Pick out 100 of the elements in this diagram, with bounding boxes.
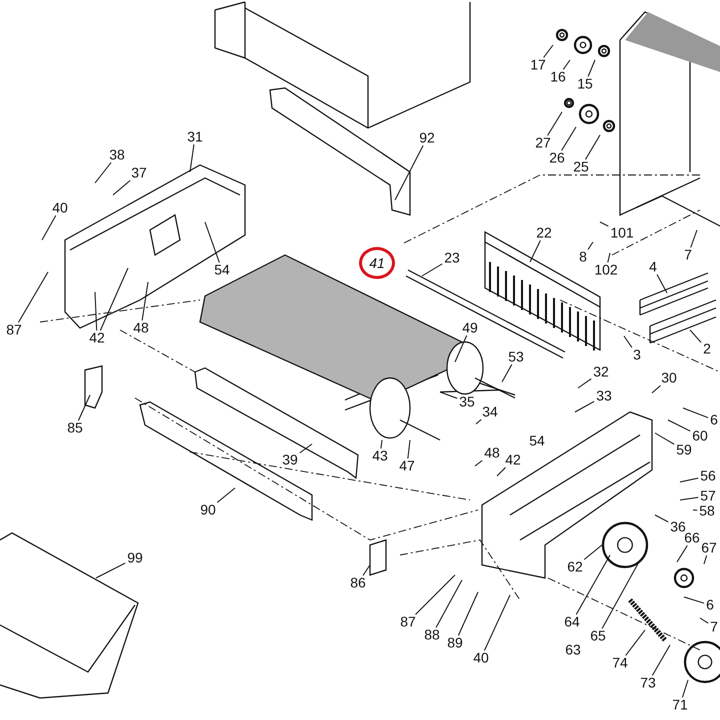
circled-callout-number: 41 bbox=[359, 247, 395, 279]
leader-line bbox=[216, 488, 236, 503]
callout-number: 47 bbox=[397, 458, 417, 474]
leader-line bbox=[684, 596, 705, 604]
callout-number: 71 bbox=[670, 698, 690, 712]
callout-number: 65 bbox=[588, 628, 608, 644]
leader-line bbox=[42, 215, 56, 240]
leader-line bbox=[652, 385, 661, 394]
leader-line bbox=[574, 400, 595, 412]
leader-line bbox=[654, 514, 669, 522]
leader-line bbox=[440, 392, 458, 399]
callout-number: 2 bbox=[701, 342, 713, 356]
leader-line bbox=[100, 268, 128, 331]
callout-number: 49 bbox=[460, 320, 480, 336]
leader-line bbox=[652, 644, 670, 676]
leader-line bbox=[668, 420, 691, 432]
callout-number: 102 bbox=[592, 262, 620, 278]
callout-number: 42 bbox=[503, 452, 523, 468]
callout-number: 26 bbox=[547, 150, 567, 166]
callout-number: 22 bbox=[534, 226, 554, 240]
callout-number: 40 bbox=[471, 650, 491, 666]
leader-line bbox=[142, 282, 148, 321]
leader-line bbox=[112, 180, 131, 196]
callout-number: 25 bbox=[571, 160, 591, 174]
callout-number: 6 bbox=[708, 412, 720, 428]
leader-line bbox=[476, 419, 482, 424]
callout-number: 101 bbox=[608, 226, 636, 240]
leader-line bbox=[547, 112, 562, 136]
callout-number: 35 bbox=[457, 394, 477, 410]
leader-line bbox=[602, 560, 640, 629]
callout-number: 39 bbox=[280, 452, 300, 468]
leader-line bbox=[362, 564, 370, 576]
leader-line bbox=[484, 594, 510, 651]
callout-number: 63 bbox=[564, 642, 582, 658]
leader-line bbox=[422, 263, 443, 276]
leader-line bbox=[625, 630, 646, 656]
leader-line bbox=[600, 222, 609, 227]
leader-line bbox=[562, 60, 570, 70]
callout-number: 17 bbox=[528, 58, 548, 72]
leader-line bbox=[190, 144, 194, 172]
leader-line bbox=[18, 272, 48, 323]
leader-line bbox=[704, 555, 708, 564]
leader-line bbox=[588, 60, 596, 77]
leader-line bbox=[380, 440, 382, 449]
callout-number: 33 bbox=[594, 388, 614, 404]
leader-line bbox=[624, 336, 632, 348]
callout-number: 42 bbox=[87, 330, 107, 346]
leader-line bbox=[578, 378, 592, 388]
callout-number: 87 bbox=[4, 322, 24, 338]
leader-line bbox=[676, 545, 688, 562]
leader-line bbox=[692, 510, 698, 511]
leader-line bbox=[96, 562, 126, 578]
callout-number: 89 bbox=[445, 636, 465, 650]
callout-number: 16 bbox=[548, 70, 568, 84]
callout-number: 67 bbox=[699, 540, 719, 556]
leader-line bbox=[407, 440, 410, 459]
leader-line bbox=[700, 618, 709, 624]
leader-line bbox=[680, 496, 699, 500]
callout-number: 58 bbox=[697, 504, 717, 518]
leader-line bbox=[690, 330, 702, 343]
leader-line bbox=[502, 364, 512, 382]
callout-number: 43 bbox=[370, 448, 390, 464]
callout-number: 3 bbox=[631, 348, 643, 362]
callout-number: 38 bbox=[107, 148, 127, 162]
leader-line bbox=[454, 335, 468, 362]
leader-line bbox=[496, 467, 506, 476]
callout-number: 87 bbox=[398, 614, 418, 630]
leader-line bbox=[682, 408, 709, 418]
callout-number: 37 bbox=[129, 166, 149, 180]
callout-number: 27 bbox=[533, 136, 553, 150]
callout-number: 86 bbox=[348, 576, 368, 590]
callout-number: 23 bbox=[442, 250, 462, 266]
callout-number: 4 bbox=[647, 260, 659, 274]
callout-number: 48 bbox=[131, 320, 151, 336]
leader-line bbox=[584, 134, 600, 160]
leader-line bbox=[78, 394, 90, 421]
callout-number: 59 bbox=[674, 442, 694, 458]
callout-number: 40 bbox=[50, 200, 70, 216]
leader-line bbox=[299, 444, 312, 454]
leader-line bbox=[654, 432, 675, 445]
callout-number: 56 bbox=[698, 468, 718, 484]
leader-line bbox=[94, 162, 112, 184]
leader-line bbox=[436, 580, 462, 628]
callout-number: 74 bbox=[610, 656, 630, 670]
callout-number: 73 bbox=[638, 676, 658, 690]
leader-line bbox=[656, 274, 668, 294]
leader-line bbox=[94, 292, 98, 331]
leader-line bbox=[204, 222, 220, 263]
callout-number: 30 bbox=[659, 370, 679, 386]
callout-number: 54 bbox=[527, 434, 547, 448]
leader-line bbox=[576, 554, 610, 615]
leader-line bbox=[394, 145, 424, 200]
leader-line bbox=[607, 252, 610, 263]
callout-number: 54 bbox=[212, 262, 232, 278]
leader-line bbox=[561, 126, 576, 151]
callout-number: 92 bbox=[417, 130, 437, 146]
leader-line bbox=[458, 592, 478, 636]
callout-number: 90 bbox=[198, 502, 218, 518]
callout-number: 99 bbox=[125, 550, 145, 566]
callout-number: 57 bbox=[698, 488, 718, 504]
